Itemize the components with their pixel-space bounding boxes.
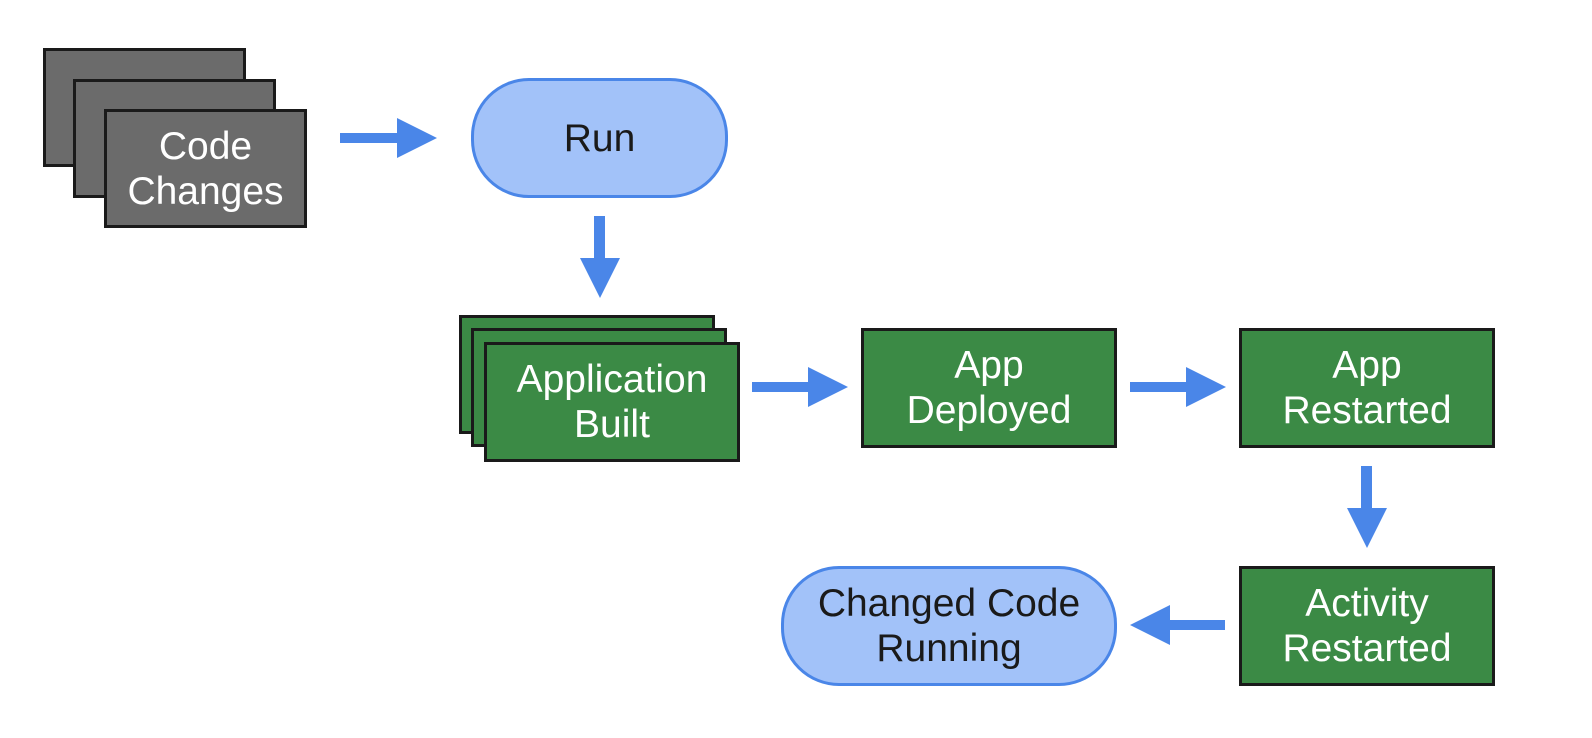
app-deployed-node: App Deployed [861,328,1117,448]
arrow-built-to-deployed [752,367,848,407]
application-built-label-line1: Application [516,358,708,401]
app-deployed-label-line2: Deployed [906,389,1072,432]
app-restarted-node: App Restarted [1239,328,1495,448]
code-changes-label-line2: Changes [127,169,284,213]
application-built-label-line2: Built [574,403,650,446]
arrow-activity-to-running [1130,605,1225,645]
app-restarted-label-line1: App [1332,344,1402,387]
arrow-restarted-to-activity [1347,466,1387,548]
application-built-node: Application Built [484,342,740,462]
changed-code-running-node: Changed Code Running [781,566,1117,686]
arrow-code-to-run [340,118,437,158]
code-changes-label-line1: Code [158,124,253,168]
activity-restarted-node: Activity Restarted [1239,566,1495,686]
code-changes-node: Code Changes [104,109,307,228]
arrow-run-to-built [580,216,620,298]
run-label: Run [563,116,636,160]
changed-code-running-label-line1: Changed Code [817,582,1081,625]
changed-code-running-label-line2: Running [876,627,1022,670]
run-node: Run [471,78,728,198]
activity-restarted-label-line2: Restarted [1282,627,1452,670]
arrow-deployed-to-restarted [1130,367,1226,407]
activity-restarted-label-line1: Activity [1305,582,1429,625]
app-deployed-label-line1: App [954,344,1024,387]
app-restarted-label-line2: Restarted [1282,389,1452,432]
